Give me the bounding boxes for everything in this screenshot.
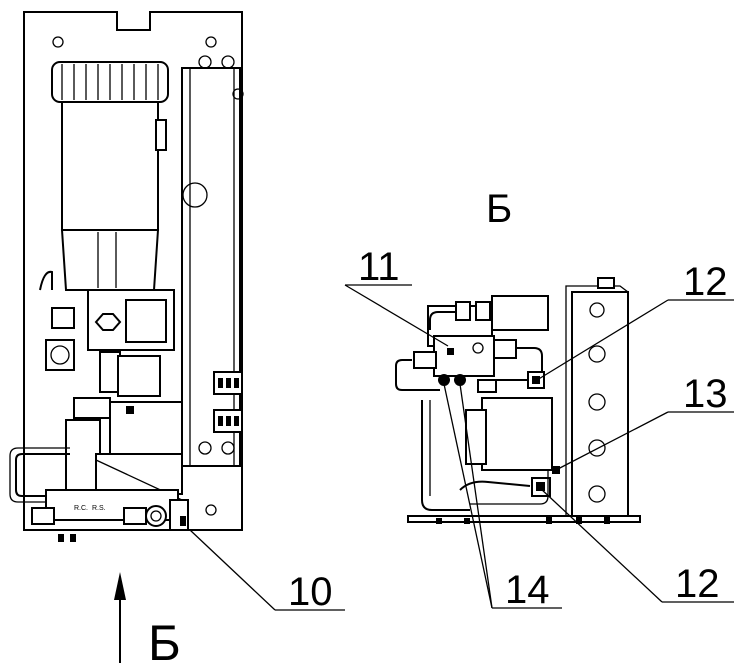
callout-11: 11 — [358, 245, 400, 289]
callout-14: 14 — [505, 568, 550, 612]
motor — [51, 61, 169, 291]
plate-hole — [205, 36, 217, 48]
plate-hole — [205, 504, 217, 516]
side-rail — [181, 55, 244, 467]
leader-line-11 — [344, 284, 449, 347]
leader-line-13 — [555, 411, 669, 471]
manifold-block — [433, 335, 495, 377]
side-panel — [571, 291, 629, 517]
leader-line-14b — [459, 383, 493, 609]
callouts-side-view: 11 12 13 12 14 — [344, 245, 734, 612]
leader-line-10 — [189, 529, 276, 611]
leader-line-14a — [443, 383, 493, 609]
mounting-plate — [23, 11, 243, 531]
vent-label: R.S. — [92, 505, 106, 512]
callout-10: 10 — [288, 570, 333, 614]
side-view-assembly — [395, 277, 641, 524]
arrow-label: Б — [148, 615, 181, 667]
pump-block — [39, 270, 183, 455]
view-label: Б — [486, 187, 512, 231]
leader-line-12-top — [536, 299, 669, 381]
plate-hole — [52, 36, 64, 48]
vent-label: R.C. — [74, 505, 88, 512]
view-arrow — [114, 572, 126, 663]
callout-12-top: 12 — [683, 260, 728, 304]
base-plate — [407, 515, 641, 523]
front-view-assembly: R.C. R.S. 10 Б — [9, 11, 345, 667]
leader-line-12-bottom — [539, 487, 663, 603]
valve-manifold: R.C. R.S. — [9, 419, 189, 542]
callout-13: 13 — [683, 372, 728, 416]
callout-12-bottom: 12 — [675, 562, 720, 606]
